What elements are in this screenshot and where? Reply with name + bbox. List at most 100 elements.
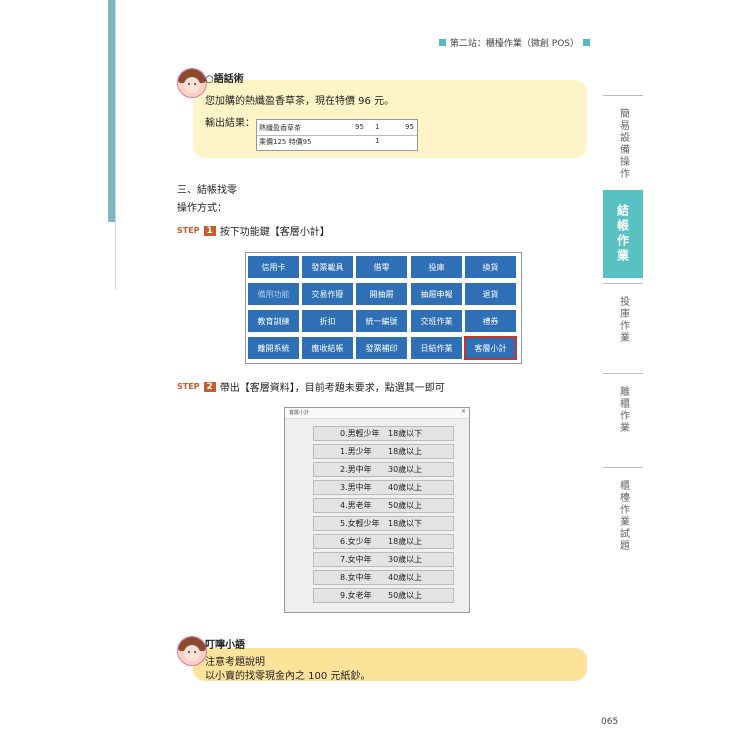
square-bullet-icon xyxy=(438,39,446,46)
key-credit-card[interactable]: 信用卡 xyxy=(248,256,299,278)
option-name: 0.男輕少年 xyxy=(340,429,380,438)
step-text: 按下功能鍵【客層小計】 xyxy=(219,227,330,238)
option-age: 40歲以上 xyxy=(388,573,423,582)
segment-option[interactable]: 1.男少年 18歲以上 xyxy=(313,444,454,459)
key-receivable[interactable]: 應收結帳 xyxy=(302,337,353,359)
key-void-transaction[interactable]: 交易作廢 xyxy=(302,283,353,305)
close-icon[interactable]: × xyxy=(460,408,466,415)
key-invoice-carrier[interactable]: 發票載具 xyxy=(302,256,353,278)
output-result-box: 熱纖盈香草茶 95 1 95 乘價125 特價95 1 xyxy=(256,119,418,151)
key-return[interactable]: 退貨 xyxy=(465,283,516,305)
step-2: STEP 2 帶出【客層資料】，目前考題未要求，點選其一即可 xyxy=(177,379,445,394)
page-header: 第二站：櫃檯作業（微創 POS） xyxy=(438,36,590,49)
output-qty: 1 xyxy=(375,123,380,131)
key-training[interactable]: 教育訓練 xyxy=(248,310,299,332)
page-number: 065 xyxy=(601,717,619,727)
segment-option[interactable]: 3.男中年 40歲以上 xyxy=(313,480,454,495)
key-tax-id[interactable]: 統一編號 xyxy=(356,310,407,332)
left-accent-line xyxy=(115,0,116,290)
option-name: 6.女少年 xyxy=(340,537,372,546)
tab-label: 投庫作業 xyxy=(617,296,629,344)
segment-option[interactable]: 8.女中年 40歲以上 xyxy=(313,570,454,585)
key-reprint-invoice[interactable]: 發票補印 xyxy=(356,337,407,359)
output-price: 95 xyxy=(355,123,364,131)
tab-leave-counter[interactable]: 離櫃作業 xyxy=(603,373,643,464)
step-number: 1 xyxy=(203,225,216,236)
dialog-title: 客層小計 xyxy=(289,410,310,416)
key-voucher[interactable]: 禮券 xyxy=(465,310,516,332)
key-discount[interactable]: 折扣 xyxy=(302,310,353,332)
output-name: 熱纖盈香草茶 xyxy=(259,124,301,132)
option-age: 50歲以上 xyxy=(388,501,423,510)
key-shift-change[interactable]: 交班作業 xyxy=(411,310,462,332)
tip-speaker: 叮嚀小語 xyxy=(205,640,245,651)
avatar xyxy=(177,68,207,98)
tab-deposit[interactable]: 投庫作業 xyxy=(603,283,643,374)
option-name: 2.男中年 xyxy=(340,465,372,474)
option-name: 9.女老年 xyxy=(340,591,372,600)
tab-checkout[interactable]: 結帳作業 xyxy=(603,190,643,278)
option-name: 1.男少年 xyxy=(340,447,372,456)
step-text: 帶出【客層資料】，目前考題未要求，點選其一即可 xyxy=(219,383,445,394)
option-age: 18歲以上 xyxy=(388,537,423,546)
tab-label: 簡易設備操作 xyxy=(617,108,629,180)
output-qty: 1 xyxy=(375,137,380,145)
key-backup[interactable]: 備用功能 xyxy=(248,283,299,305)
output-row: 乘價125 特價95 1 xyxy=(257,135,417,149)
header-title: 第二站：櫃檯作業（微創 POS） xyxy=(449,39,579,49)
segment-option[interactable]: 5.女輕少年 18歲以下 xyxy=(313,516,454,531)
key-borrow-change[interactable]: 借零 xyxy=(356,256,407,278)
method-label: 操作方式： xyxy=(177,203,227,214)
tip-line-1: 注意考題說明 xyxy=(205,657,265,668)
option-age: 18歲以下 xyxy=(388,519,423,528)
segment-option[interactable]: 6.女少年 18歲以上 xyxy=(313,534,454,549)
tab-label: 櫃檯作業試題 xyxy=(617,480,629,552)
segment-option[interactable]: 2.男中年 30歲以上 xyxy=(313,462,454,477)
left-accent-bar xyxy=(108,0,115,222)
bubble-text: 您加購的熱纖盈香草茶，現在特價 96 元。 xyxy=(205,96,395,107)
option-name: 8.女中年 xyxy=(340,573,372,582)
option-name: 4.男老年 xyxy=(340,501,372,510)
function-keypad: 信用卡 發票載具 借零 投庫 換貨 備用功能 交易作廢 開抽屜 抽屜申報 退貨 … xyxy=(245,252,522,364)
tab-exam[interactable]: 櫃檯作業試題 xyxy=(603,467,643,573)
segment-option[interactable]: 0.男輕少年 18歲以下 xyxy=(313,426,454,441)
option-age: 40歲以上 xyxy=(388,483,423,492)
option-name: 7.女中年 xyxy=(340,555,372,564)
step-badge: STEP xyxy=(177,226,200,235)
output-name: 乘價125 特價95 xyxy=(259,138,312,146)
output-total: 95 xyxy=(405,123,414,131)
avatar xyxy=(177,636,207,666)
tab-label: 結帳作業 xyxy=(615,204,630,264)
step-number: 2 xyxy=(203,381,216,392)
key-drawer-report[interactable]: 抽屜申報 xyxy=(411,283,462,305)
segment-option[interactable]: 7.女中年 30歲以上 xyxy=(313,552,454,567)
tab-label: 離櫃作業 xyxy=(617,386,629,434)
bubble-speaker: ○語話術 xyxy=(205,74,244,85)
option-age: 30歲以上 xyxy=(388,465,423,474)
segment-option[interactable]: 4.男老年 50歲以上 xyxy=(313,498,454,513)
key-deposit[interactable]: 投庫 xyxy=(411,256,462,278)
key-exchange[interactable]: 換貨 xyxy=(465,256,516,278)
tip-line-2: 以小賣的找零現金內之 100 元紙鈔。 xyxy=(205,671,371,682)
option-name: 5.女輕少年 xyxy=(340,519,380,528)
option-name: 3.男中年 xyxy=(340,483,372,492)
section-heading: 三、結帳找零 xyxy=(177,185,237,196)
output-label: 輸出結果： xyxy=(205,118,255,129)
option-age: 18歲以下 xyxy=(388,429,423,438)
square-bullet-icon xyxy=(583,39,590,46)
dialog-titlebar: 客層小計 × xyxy=(285,408,469,419)
customer-segment-dialog: 客層小計 × 0.男輕少年 18歲以下 1.男少年 18歲以上 2.男中年 30歲以上… xyxy=(284,407,470,613)
tab-equipment[interactable]: 簡易設備操作 xyxy=(603,95,643,191)
segment-option[interactable]: 9.女老年 50歲以上 xyxy=(313,588,454,603)
key-daily-close[interactable]: 日結作業 xyxy=(411,337,462,359)
key-open-drawer[interactable]: 開抽屜 xyxy=(356,283,407,305)
key-exit-system[interactable]: 離開系統 xyxy=(248,337,299,359)
option-age: 50歲以上 xyxy=(388,591,423,600)
step-1: STEP 1 按下功能鍵【客層小計】 xyxy=(177,223,330,238)
output-row: 熱纖盈香草茶 95 1 95 xyxy=(257,121,417,136)
option-age: 18歲以上 xyxy=(388,447,423,456)
key-customer-subtotal[interactable]: 客層小計 xyxy=(464,336,517,360)
option-age: 30歲以上 xyxy=(388,555,423,564)
step-badge: STEP xyxy=(177,382,200,391)
tip-bubble xyxy=(193,648,587,681)
